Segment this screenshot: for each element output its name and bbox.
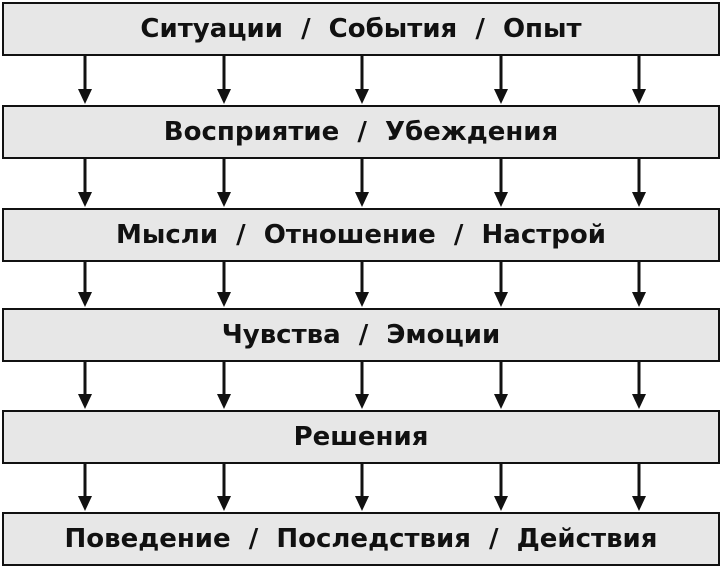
down-arrow-icon <box>355 56 369 104</box>
step-box-5: Решения <box>2 410 720 464</box>
down-arrow-icon <box>494 362 508 409</box>
down-arrow-icon <box>632 262 646 307</box>
down-arrow-icon <box>78 56 92 104</box>
down-arrow-icon <box>494 56 508 104</box>
down-arrow-icon <box>632 56 646 104</box>
down-arrow-icon <box>494 464 508 511</box>
down-arrow-icon <box>78 362 92 409</box>
down-arrow-icon <box>494 159 508 207</box>
down-arrow-icon <box>494 262 508 307</box>
step-box-2: Восприятие / Убеждения <box>2 105 720 159</box>
down-arrow-icon <box>632 362 646 409</box>
down-arrow-icon <box>217 159 231 207</box>
down-arrow-icon <box>217 464 231 511</box>
down-arrow-icon <box>78 464 92 511</box>
down-arrow-icon <box>355 159 369 207</box>
step-box-4: Чувства / Эмоции <box>2 308 720 362</box>
down-arrow-icon <box>355 362 369 409</box>
step-box-1: Ситуации / События / Опыт <box>2 2 720 56</box>
down-arrow-icon <box>217 56 231 104</box>
down-arrow-icon <box>78 262 92 307</box>
down-arrow-icon <box>632 159 646 207</box>
down-arrow-icon <box>632 464 646 511</box>
down-arrow-icon <box>78 159 92 207</box>
step-box-3: Мысли / Отношение / Настрой <box>2 208 720 262</box>
down-arrow-icon <box>217 262 231 307</box>
down-arrow-icon <box>217 362 231 409</box>
down-arrow-icon <box>355 262 369 307</box>
step-box-6: Поведение / Последствия / Действия <box>2 512 720 566</box>
down-arrow-icon <box>355 464 369 511</box>
